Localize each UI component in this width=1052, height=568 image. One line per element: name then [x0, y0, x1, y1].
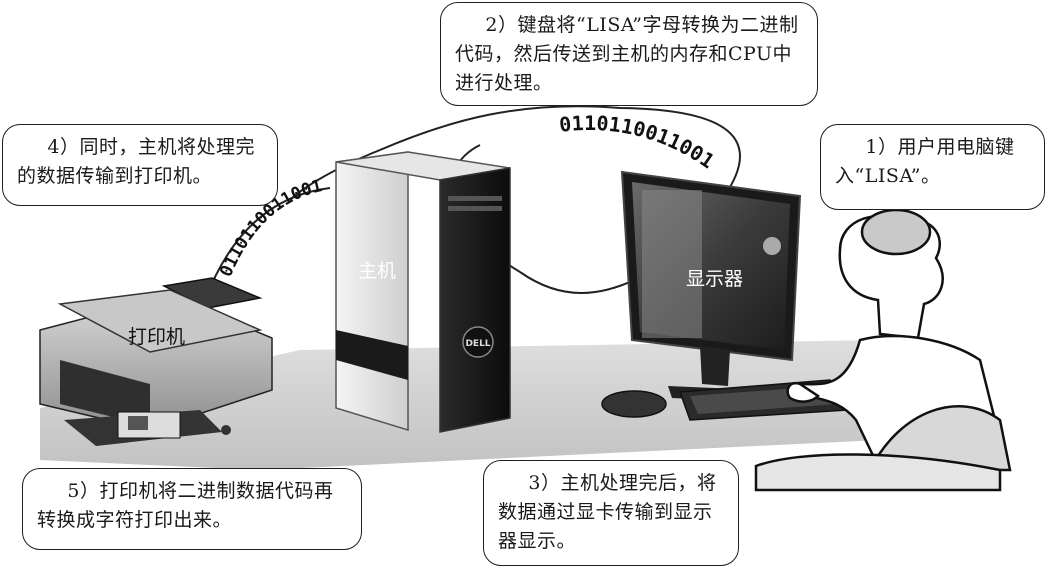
monitor — [620, 170, 802, 402]
callout-step-5: 5）打印机将二进制数据代码再转换成字符打印出来。 — [22, 468, 362, 550]
callout-step-2: 2）键盘将“LISA”字母转换为二进制代码，然后传送到主机的内存和CPU中进行处… — [440, 2, 818, 106]
monitor-label: 显示器 — [686, 268, 744, 290]
callout-step-3: 3）主机处理完后，将数据通过显卡传输到显示器显示。 — [483, 460, 739, 566]
printer — [39, 277, 273, 446]
mouse — [601, 390, 667, 418]
computer-tower: DELL — [335, 151, 511, 433]
person-typing — [754, 208, 1012, 492]
callout-step-1: 1）用户用电脑键入“LISA”。 — [820, 124, 1045, 210]
binary-stream-top: 0110110011001 — [558, 111, 719, 173]
printer-label: 打印机 — [128, 326, 186, 348]
host-label: 主机 — [358, 260, 397, 282]
callout-step-4: 4）同时，主机将处理完的数据传输到打印机。 — [2, 124, 278, 206]
dell-logo: DELL — [465, 339, 490, 349]
